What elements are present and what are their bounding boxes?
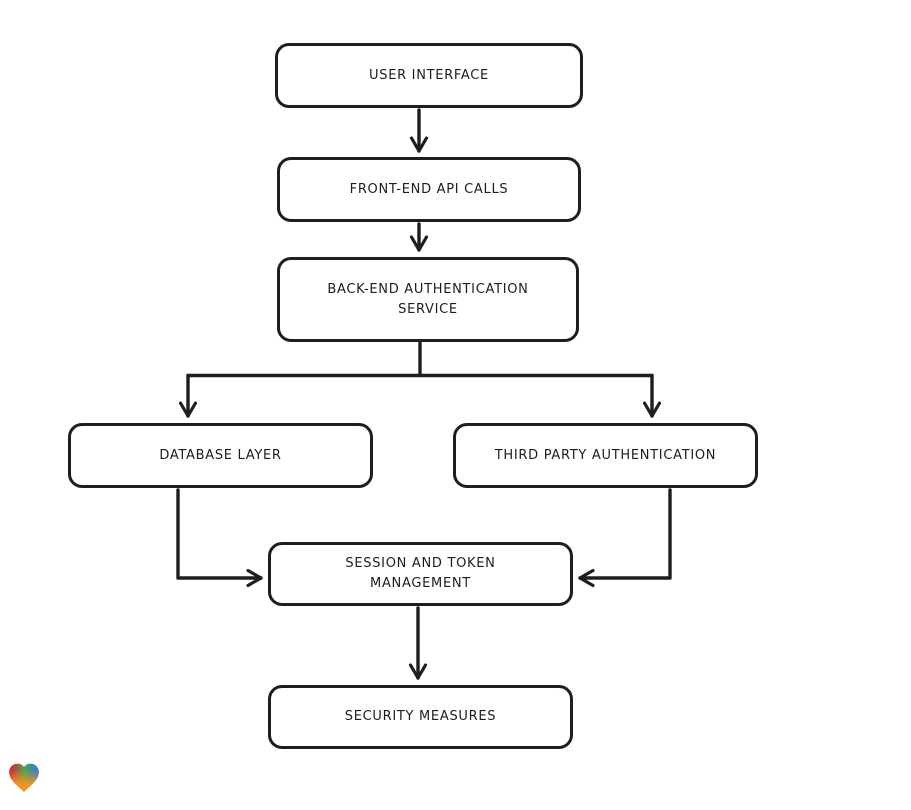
node-label: SESSION AND TOKEN MANAGEMENT [345, 556, 496, 591]
heart-shape-overlay [9, 763, 39, 792]
node-label: DATABASE LAYER [159, 447, 282, 463]
edge-backend-branch-spine [186, 341, 654, 378]
node-label: USER INTERFACE [369, 67, 489, 83]
node-third-party-authentication[interactable]: THIRD PARTY AUTHENTICATION [453, 423, 758, 488]
node-user-interface[interactable]: USER INTERFACE [275, 43, 583, 108]
node-front-end-api-calls[interactable]: FRONT-END API CALLS [277, 157, 581, 222]
node-security-measures[interactable]: SECURITY MEASURES [268, 685, 573, 749]
node-session-and-token-management[interactable]: SESSION AND TOKEN MANAGEMENT [268, 542, 573, 606]
node-label: FRONT-END API CALLS [349, 181, 509, 197]
heart-logo [9, 763, 39, 792]
node-label: SECURITY MEASURES [344, 709, 497, 724]
node-database-layer[interactable]: DATABASE LAYER [68, 423, 373, 488]
node-back-end-authentication-service[interactable]: BACK-END AUTHENTICATION SERVICE [277, 257, 579, 342]
node-label: BACK-END AUTHENTICATION SERVICE [327, 281, 529, 317]
node-label: THIRD PARTY AUTHENTICATION [494, 447, 717, 463]
edge-database-to-session [176, 488, 263, 588]
edge-thirdparty-to-session [578, 488, 672, 588]
